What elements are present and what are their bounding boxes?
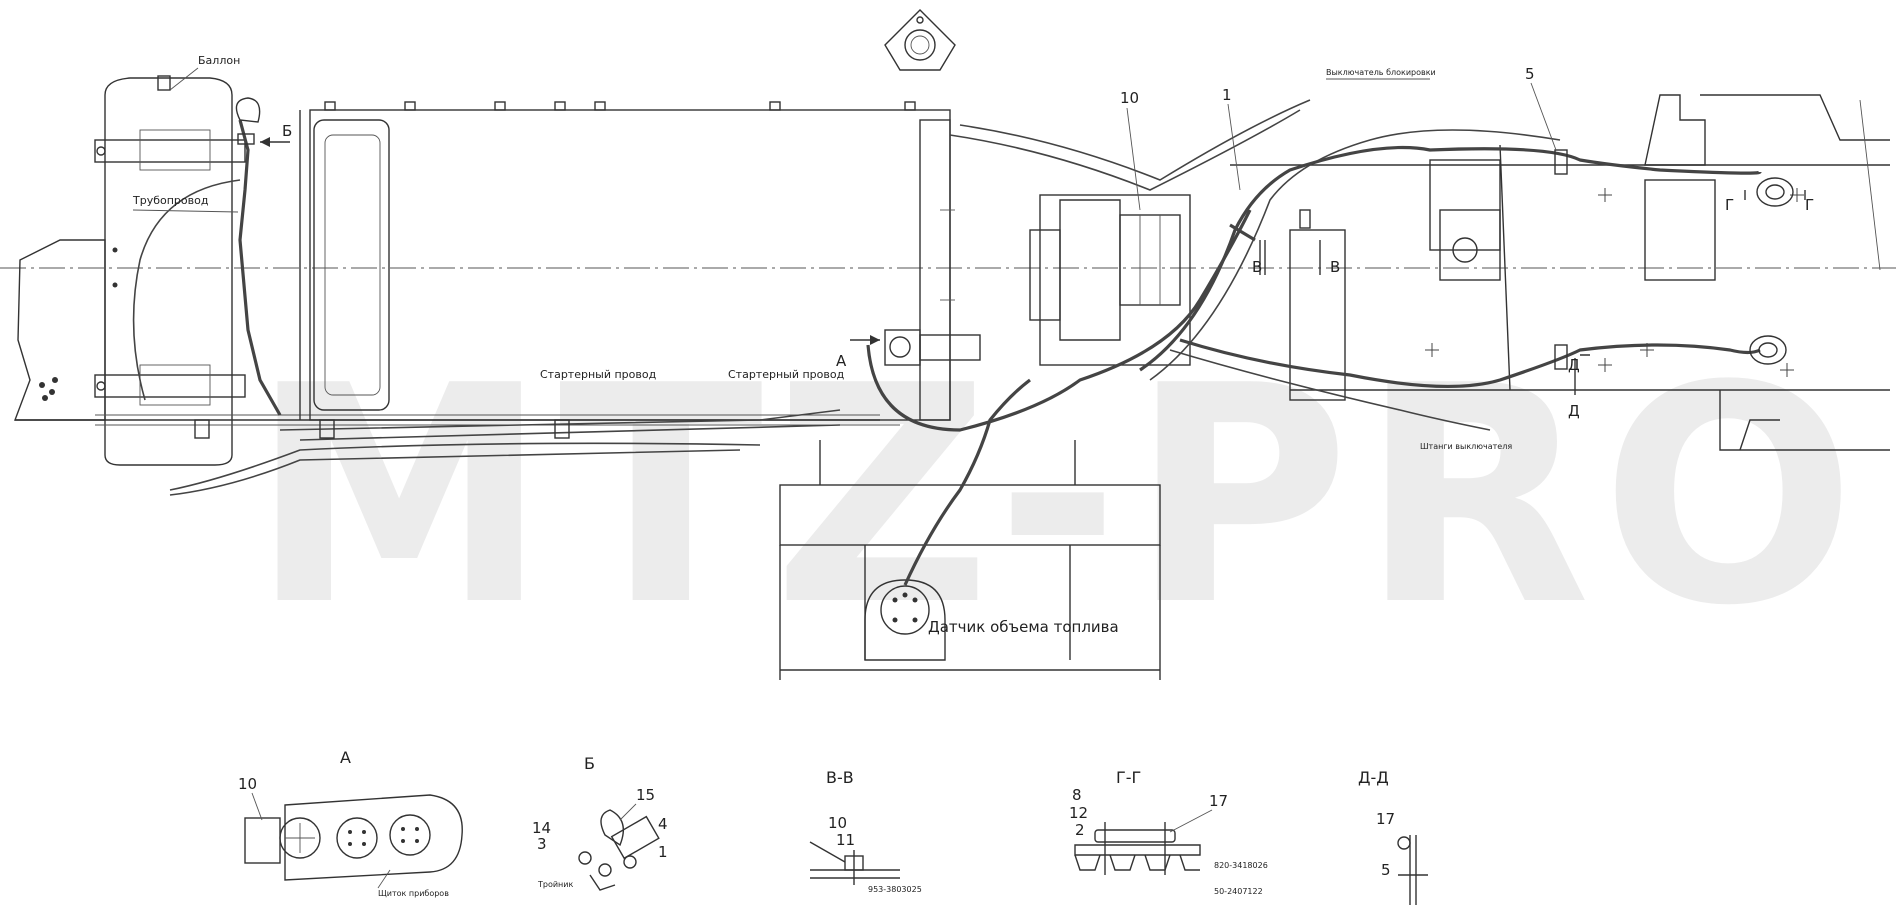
section-markers (1259, 190, 1806, 395)
section-vv-callout-10: 10 (828, 814, 847, 832)
label-ballon: Баллон (198, 54, 240, 67)
label-instrument-panel: Щиток приборов (378, 889, 449, 898)
section-dd: Д-Д 17 5 (1358, 768, 1428, 905)
label-tee: Тройник (537, 880, 573, 889)
section-a: А 10 Щиток приборов (238, 748, 463, 898)
section-dd-callout-17: 17 (1376, 810, 1395, 828)
section-gg-title: Г-Г (1116, 768, 1141, 787)
section-label-v1: В (1252, 258, 1262, 276)
top-flange (884, 9, 956, 71)
section-b-callout-15: 15 (636, 786, 655, 804)
fuel-tank-body (299, 101, 955, 421)
label-switch: Выключатель блокировки (1326, 68, 1436, 77)
arrow-label-b: Б (282, 122, 292, 140)
callout-5: 5 (1525, 65, 1535, 83)
arrow-label-a: А (836, 352, 847, 370)
section-b-callout-4: 4 (658, 815, 668, 833)
label-part-gg1: 820-3418026 (1214, 861, 1268, 870)
wiring-harness (132, 97, 1794, 586)
label-part-gg2: 50-2407122 (1214, 887, 1263, 896)
section-gg-callout-12: 12 (1069, 804, 1088, 822)
label-truboprovod: Трубопровод (132, 194, 209, 207)
section-vv-callout-11: 11 (836, 831, 855, 849)
section-b-callout-14: 14 (532, 819, 551, 837)
section-dd-title: Д-Д (1358, 768, 1389, 787)
section-gg-callout-8: 8 (1072, 786, 1082, 804)
callout-10: 10 (1120, 89, 1139, 107)
label-rods: Штанги выключателя (1420, 442, 1512, 451)
view-arrows (260, 137, 880, 345)
callout-1: 1 (1222, 86, 1232, 104)
middle-device-block (1029, 194, 1191, 366)
section-label-v2: В (1330, 258, 1340, 276)
watermark: MTZ-PRO (250, 322, 1866, 671)
label-fuel-sensor: Датчик объема топлива (928, 618, 1119, 636)
section-b-callout-1: 1 (658, 843, 668, 861)
section-dd-callout-5: 5 (1381, 861, 1391, 879)
label-starter-1: Стартерный провод (540, 368, 657, 381)
section-a-title: А (340, 748, 351, 767)
section-label-g2: Г (1805, 196, 1814, 214)
section-b-callout-3: 3 (537, 835, 547, 853)
section-label-g1: Г (1725, 196, 1734, 214)
air-tank (94, 75, 246, 466)
fuel-sensor-bracket (779, 440, 1161, 680)
right-frame (1230, 94, 1890, 451)
section-vv-title: В-В (826, 768, 854, 787)
section-a-callout-10: 10 (238, 775, 257, 793)
section-gg: Г-Г 8 12 2 17 820-3418026 50-2407122 (1069, 768, 1268, 896)
section-vv: В-В 10 11 953-3803025 (809, 768, 922, 894)
section-b: Б 15 14 3 4 1 Тройник (532, 754, 668, 891)
label-starter-2: Стартерный провод (728, 368, 845, 381)
section-b-title: Б (584, 754, 595, 773)
section-gg-callout-2: 2 (1075, 821, 1085, 839)
label-part-vv: 953-3803025 (868, 885, 922, 894)
section-gg-callout-17: 17 (1209, 792, 1228, 810)
section-label-d1: Д (1568, 356, 1580, 374)
section-label-d2: Д (1568, 402, 1580, 420)
